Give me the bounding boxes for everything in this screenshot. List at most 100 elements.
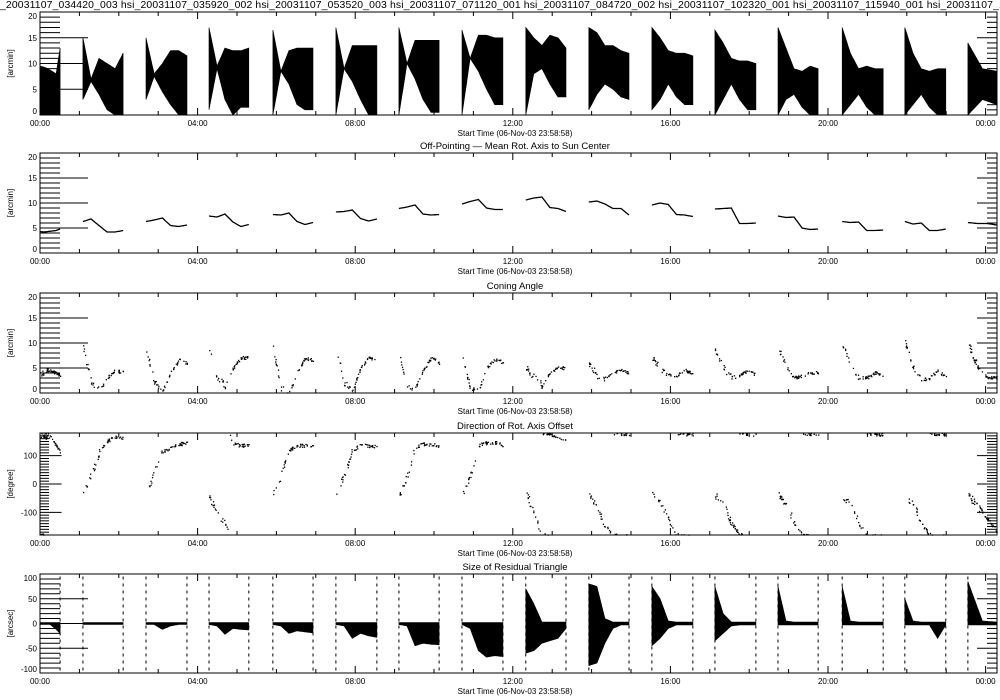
data-point <box>307 357 309 359</box>
data-point <box>753 374 755 376</box>
data-point <box>620 433 623 435</box>
data-point <box>600 516 602 518</box>
x-tick-label: 12:00 <box>503 119 524 128</box>
data-point <box>355 381 357 383</box>
data-point <box>400 361 403 363</box>
y-tick-label: 10 <box>28 60 37 69</box>
data-point <box>614 371 616 374</box>
data-point <box>41 533 43 535</box>
data-point <box>878 433 880 435</box>
data-point <box>689 370 691 372</box>
data-point <box>987 518 989 520</box>
data-point <box>919 520 921 522</box>
data-point <box>291 387 293 389</box>
data-point <box>990 378 992 380</box>
data-point <box>528 368 530 370</box>
data-point <box>611 373 613 375</box>
data-point <box>468 478 470 480</box>
y-tick-label: 10 <box>28 199 37 208</box>
data-point <box>937 370 939 373</box>
data-point <box>416 447 418 449</box>
data-point <box>301 365 303 367</box>
data-point <box>911 500 914 502</box>
data-point <box>605 376 607 378</box>
data-point <box>421 443 423 445</box>
data-point <box>282 386 285 388</box>
x-tick-label: 00:00 <box>30 539 51 548</box>
data-point <box>87 363 89 366</box>
data-point <box>51 438 54 440</box>
data-point <box>468 477 470 479</box>
data-point <box>943 433 945 435</box>
data-point <box>473 389 476 391</box>
data-point <box>406 386 409 388</box>
data-point <box>670 375 672 377</box>
data-point <box>817 371 819 374</box>
data-envelope-segment <box>651 585 694 647</box>
data-point <box>982 512 984 514</box>
data-point <box>496 443 498 445</box>
data-point <box>113 371 115 373</box>
data-point <box>374 444 376 447</box>
data-point <box>438 362 440 364</box>
data-point <box>299 443 302 445</box>
data-point <box>479 443 481 445</box>
data-point <box>528 496 531 498</box>
data-point <box>979 507 982 510</box>
data-point <box>238 361 241 363</box>
data-point <box>463 492 465 495</box>
data-point <box>341 476 344 479</box>
data-point <box>224 386 226 389</box>
data-point <box>472 389 474 391</box>
data-point <box>369 357 371 359</box>
data-point <box>175 363 177 365</box>
data-point <box>403 371 405 373</box>
data-point <box>344 474 347 476</box>
data-point <box>287 453 289 455</box>
data-point <box>973 498 976 500</box>
data-point <box>366 444 368 446</box>
data-point <box>729 373 731 375</box>
data-point <box>882 432 884 435</box>
data-point <box>359 371 361 373</box>
data-point <box>593 502 595 504</box>
data-point <box>795 524 797 526</box>
data-point <box>209 496 211 499</box>
data-point <box>161 450 163 452</box>
data-point <box>675 375 678 377</box>
data-point <box>56 445 58 447</box>
data-point <box>103 385 105 387</box>
data-point <box>219 381 221 383</box>
data-point <box>305 358 307 360</box>
data-point <box>83 491 85 494</box>
data-point <box>927 533 929 535</box>
data-point <box>413 449 415 452</box>
data-point <box>929 532 932 535</box>
data-point <box>476 388 479 390</box>
data-point <box>729 519 732 521</box>
data-point <box>429 443 431 445</box>
data-point <box>88 369 90 371</box>
data-point <box>225 523 227 526</box>
data-point <box>687 371 689 373</box>
data-envelope-segment <box>145 622 188 630</box>
y-tick-label: 5 <box>33 85 38 94</box>
data-point <box>376 445 378 448</box>
data-point <box>590 495 593 497</box>
data-point <box>156 384 158 386</box>
data-point <box>973 360 976 362</box>
data-point <box>294 447 296 449</box>
data-point <box>153 472 155 474</box>
data-point <box>784 361 786 363</box>
data-point <box>856 517 858 520</box>
data-point <box>172 446 174 448</box>
data-point <box>59 452 61 454</box>
data-point <box>720 500 722 502</box>
data-point <box>603 378 605 380</box>
data-point <box>174 445 176 447</box>
data-point <box>86 486 88 488</box>
data-point <box>779 350 781 352</box>
data-point <box>292 449 294 451</box>
data-point <box>185 363 187 365</box>
data-point <box>921 380 923 382</box>
